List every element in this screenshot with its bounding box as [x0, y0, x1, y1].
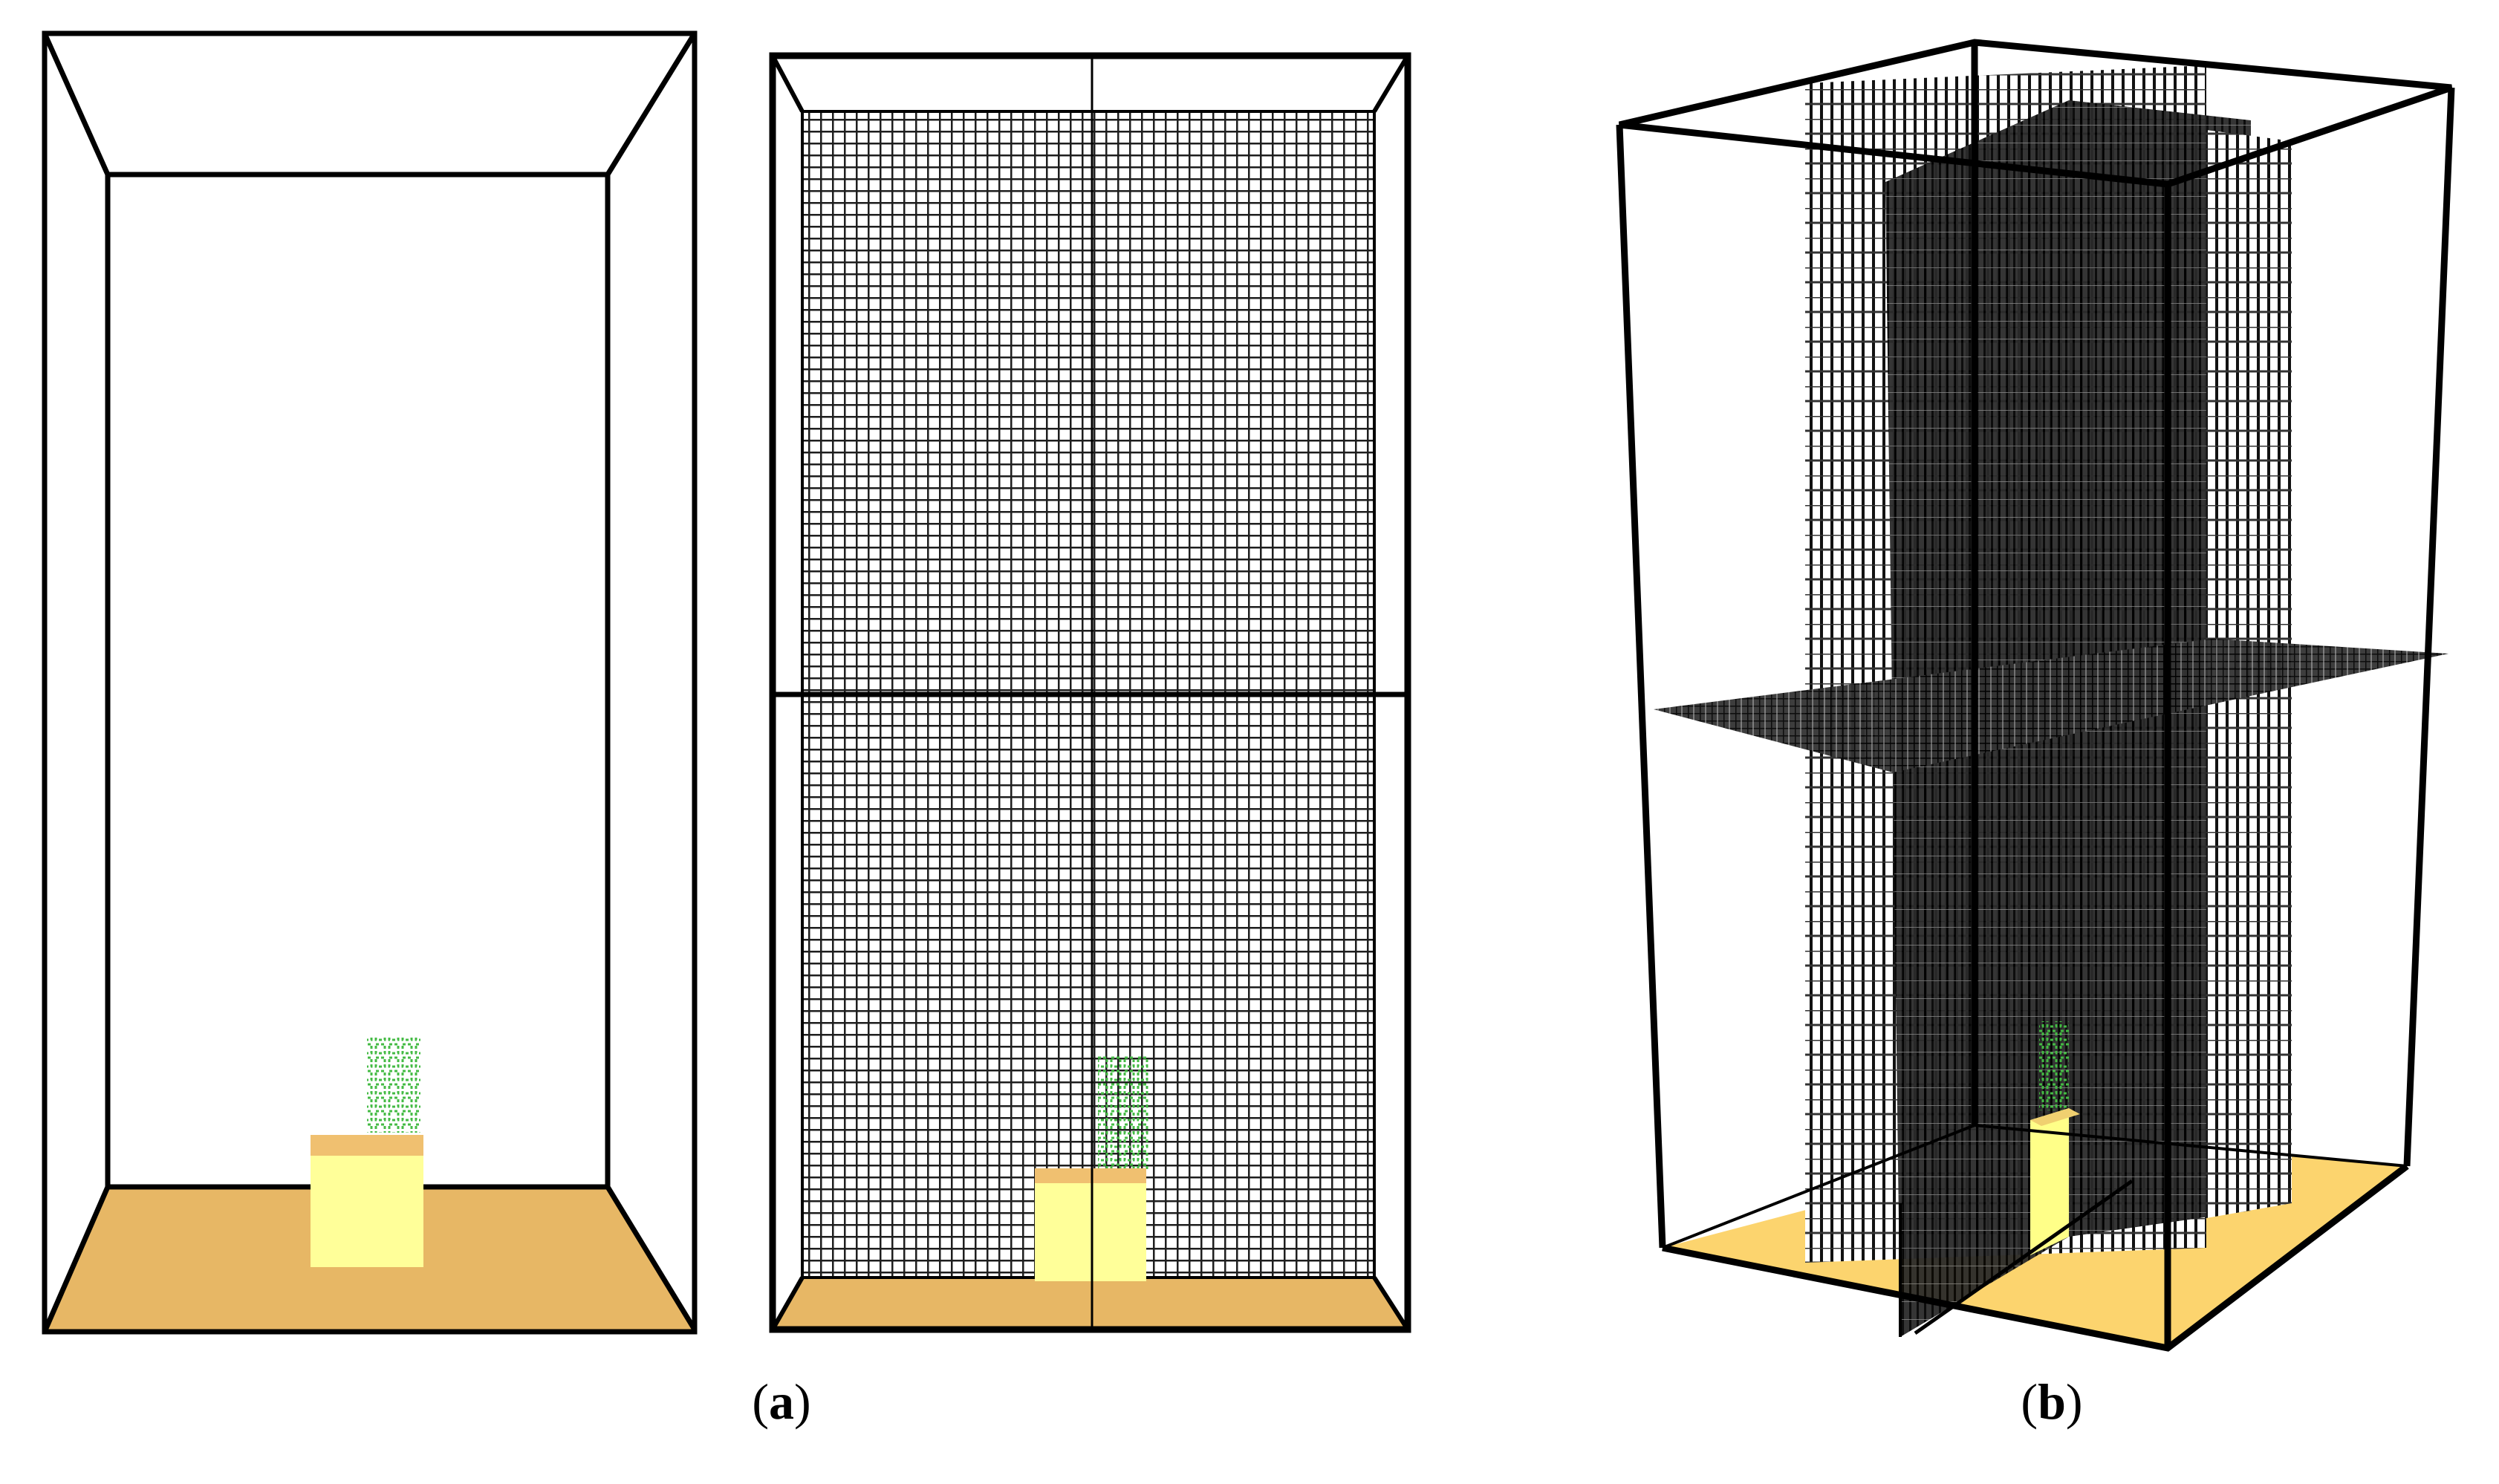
floor-a-right [773, 1278, 1408, 1330]
box-top-b [2030, 1108, 2080, 1126]
green-marker-a-left [367, 1036, 420, 1133]
box-front-a-right [1035, 1183, 1146, 1281]
panel-b-3d-domain [1616, 39, 2455, 1352]
green-marker-a-right [1098, 1055, 1148, 1170]
mesh-plane-b-horizontal [1654, 639, 2448, 772]
panel-a-left-empty-domain [42, 30, 698, 1335]
back-wall-frame-a-left [105, 172, 611, 1190]
caption-a: (a) [752, 1373, 810, 1430]
box-top-a-left [311, 1135, 423, 1156]
outer-frame-a-left [42, 30, 698, 1335]
wireframe-box-b [1616, 39, 2455, 1352]
panel-a-right-meshed-domain [769, 52, 1411, 1333]
box-front-a-left [311, 1156, 423, 1267]
green-marker-b [2039, 1021, 2069, 1110]
box-side-b [2030, 1108, 2069, 1255]
caption-b: (b) [2021, 1373, 2082, 1430]
box-top-a-right [1035, 1168, 1146, 1183]
